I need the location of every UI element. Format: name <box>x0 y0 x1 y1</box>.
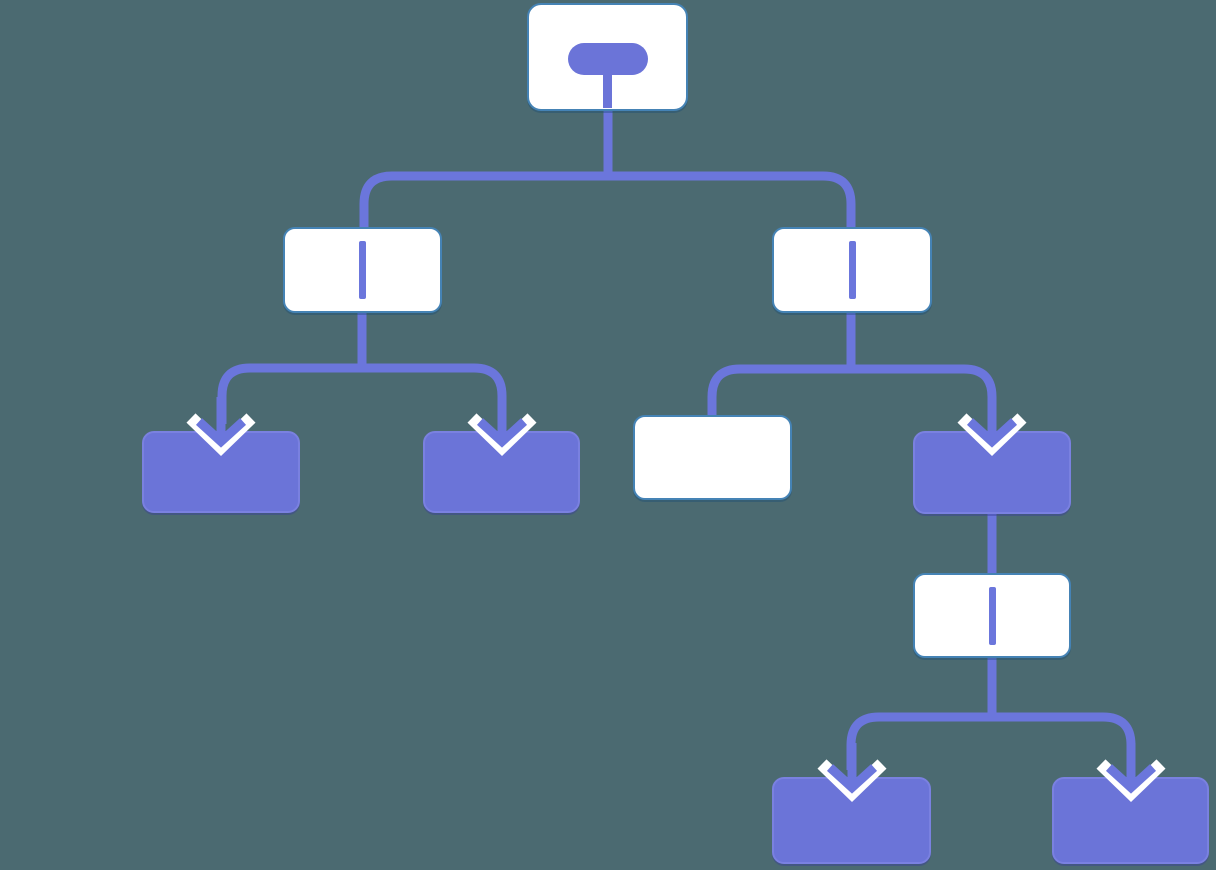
node-branch-bottom[interactable] <box>913 573 1071 658</box>
node-branch-right[interactable] <box>772 227 932 313</box>
vertical-divider-icon <box>359 241 366 299</box>
edge-branch-bottom-to-leaves[interactable] <box>846 650 1136 770</box>
node-leaf-left-2[interactable] <box>423 397 580 513</box>
node-leaf-left-1[interactable] <box>142 397 300 513</box>
node-leaf-bottom-1[interactable] <box>772 743 931 864</box>
vertical-divider-icon <box>848 241 856 299</box>
edge-branch-right-to-children[interactable] <box>707 305 997 424</box>
edge-branch-left-to-leaves[interactable] <box>217 305 507 424</box>
vertical-divider-icon <box>988 586 996 645</box>
node-root[interactable] <box>527 3 688 111</box>
node-child-right-1[interactable] <box>633 415 792 500</box>
edge-root-to-branches[interactable] <box>359 100 856 232</box>
node-branch-left[interactable] <box>283 227 442 313</box>
node-leaf-bottom-2[interactable] <box>1052 743 1209 864</box>
node-child-right-2[interactable] <box>913 397 1071 514</box>
